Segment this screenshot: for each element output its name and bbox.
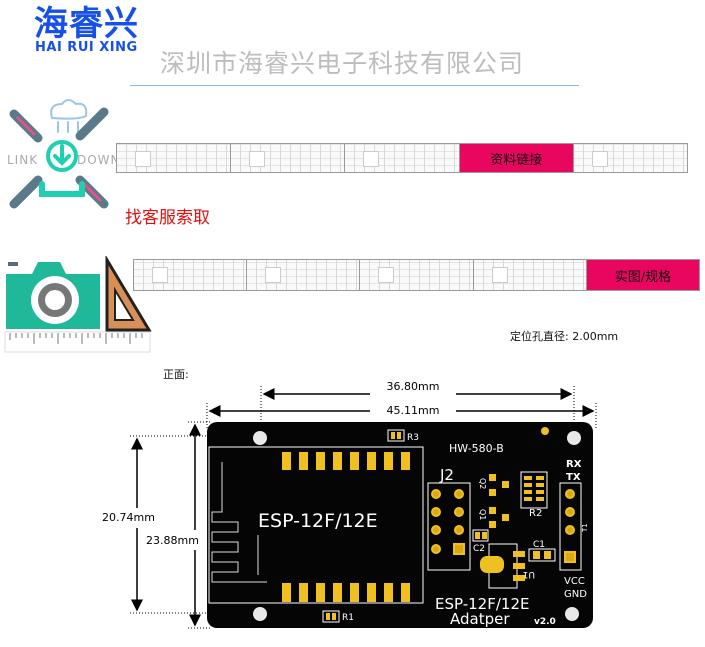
camera-ruler-icon: [4, 256, 152, 353]
uart-header: [559, 482, 582, 571]
r1-label: R1: [342, 613, 354, 623]
footer-module-label: ESP-12F/12E: [435, 595, 529, 613]
circuit-cell: [473, 260, 587, 290]
logo-chinese: 海睿兴: [34, 4, 139, 44]
tx-label: TX: [566, 472, 581, 483]
transistors: [489, 474, 509, 528]
module-pads: [282, 452, 410, 602]
hole-height-dimension: 20.74mm: [102, 511, 155, 524]
t1-label: T1: [581, 523, 589, 533]
link-download-icon: [9, 99, 109, 209]
circuit-cell: [573, 144, 688, 172]
esp-module-outline: [208, 446, 424, 604]
fiducial: [541, 427, 549, 435]
j2-label: J2: [439, 466, 454, 484]
company-name: 深圳市海睿兴电子科技有限公司: [160, 49, 525, 78]
header-divider: [130, 85, 579, 86]
circuit-cell: [134, 260, 248, 290]
footer-adapter-label: Adatper: [450, 610, 510, 628]
resource-link-label: 资料链接: [490, 152, 543, 168]
circuit-cell: [231, 144, 346, 172]
link-label: LINK: [7, 153, 39, 167]
resource-link-button[interactable]: 资料链接: [459, 144, 574, 172]
rx-label: RX: [566, 459, 582, 470]
q1-label: Q1: [478, 509, 487, 520]
dimension-arrows: [131, 388, 595, 627]
r2-label: R2: [529, 508, 542, 519]
circuit-cell: [117, 144, 232, 172]
c2-label: C2: [473, 544, 485, 554]
mounting-holes: [253, 431, 581, 621]
pcb-board: ESP-12F/12E R3 R1 HW-580-B J2 Q2 Q1 R2 C…: [207, 422, 593, 628]
customer-service-note: 找客服索取: [125, 208, 210, 228]
photo-spec-button[interactable]: 实图/规格: [586, 260, 700, 290]
board-width-dimension: 45.11mm: [387, 404, 440, 417]
vcc-label: VCC: [564, 576, 585, 587]
c1-label: C1: [533, 540, 545, 550]
resource-link-banner: 资料链接: [116, 143, 688, 173]
circuit-cell: [247, 260, 361, 290]
u1-label: U1: [523, 569, 535, 579]
j2-header: [427, 482, 471, 571]
antenna-trace: [211, 462, 267, 583]
down-label: DOWN: [77, 153, 121, 167]
hole-span-dimension: 36.80mm: [387, 380, 440, 393]
circuit-cell: [360, 260, 474, 290]
mounting-hole-note: 定位孔直径: 2.00mm: [510, 330, 619, 343]
board-height-dimension: 23.88mm: [146, 534, 199, 547]
front-side-label: 正面:: [163, 368, 189, 381]
logo-english: HAI RUI XING: [35, 40, 138, 55]
photo-spec-banner: 实图/规格: [133, 259, 700, 291]
j2-pins: [431, 489, 465, 555]
r3-label: R3: [407, 433, 419, 443]
q2-label: Q2: [478, 478, 487, 489]
version-label: v2.0: [534, 617, 556, 627]
circuit-cell: [345, 144, 460, 172]
gnd-label: GND: [564, 589, 587, 600]
module-label: ESP-12F/12E: [258, 510, 378, 532]
photo-spec-label: 实图/规格: [614, 269, 672, 285]
board-model: HW-580-B: [449, 442, 504, 455]
